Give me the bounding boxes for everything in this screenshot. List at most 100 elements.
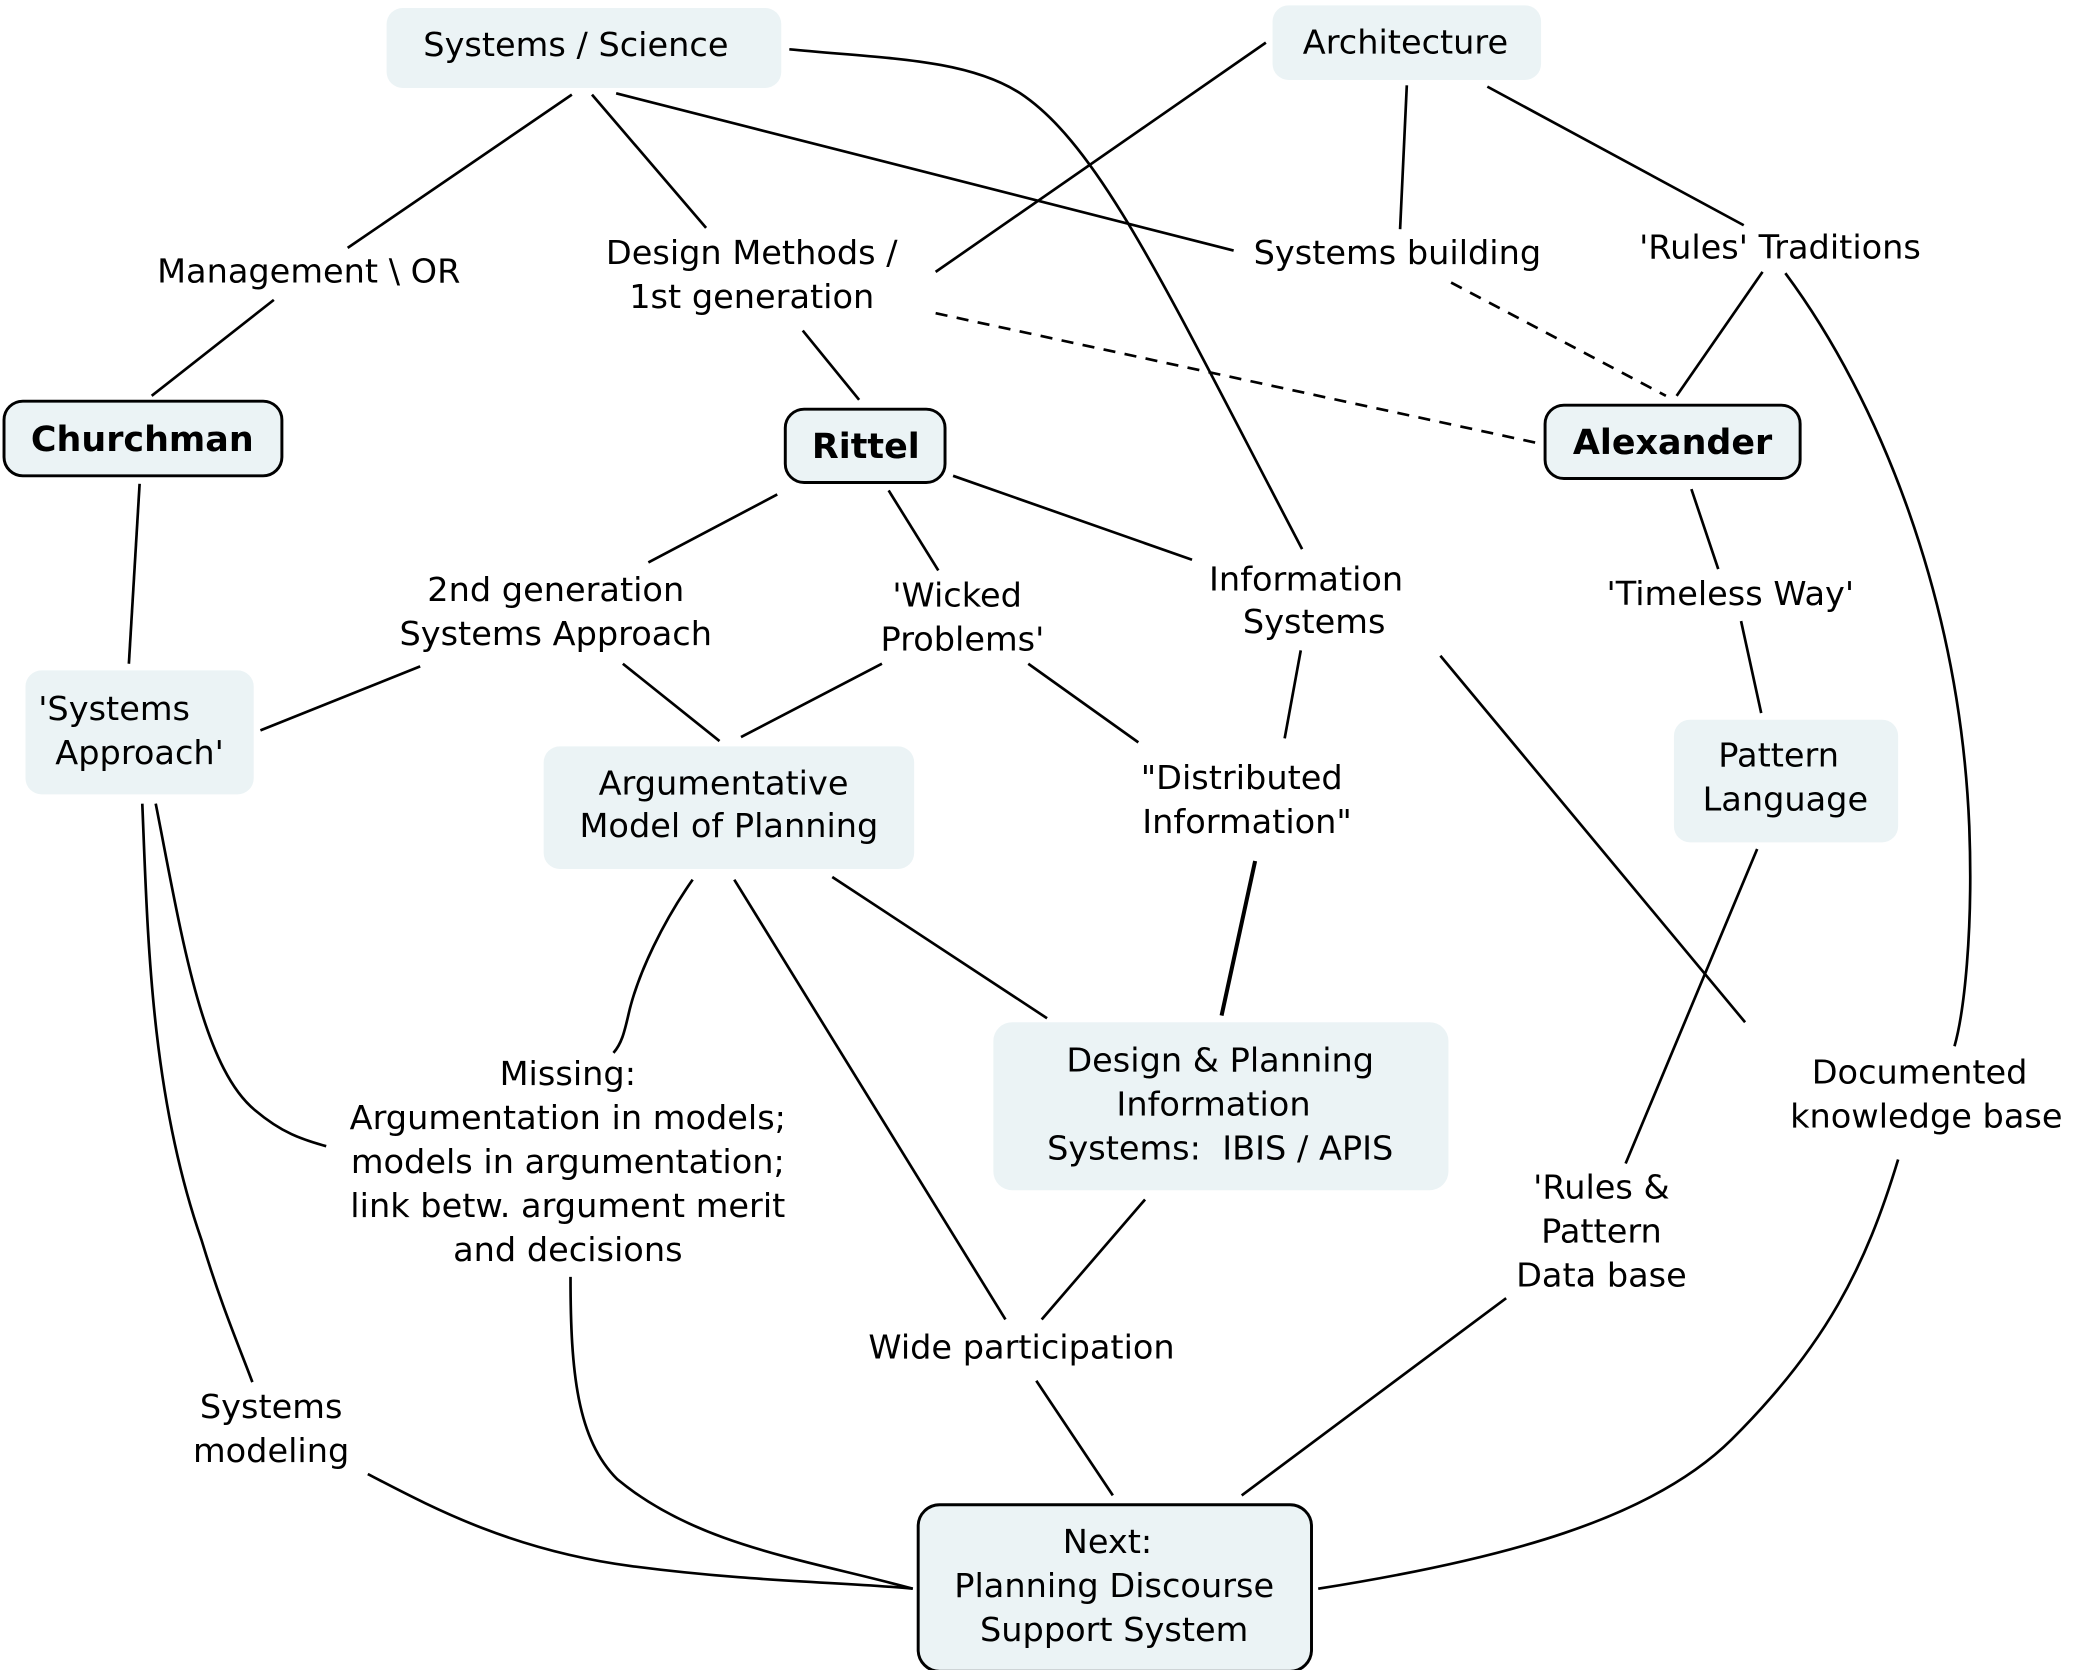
- node-box: [2, 399, 284, 478]
- edge-systems-approach-missing: [154, 803, 327, 1148]
- edge-dpis-wide-participation: [1040, 1198, 1147, 1321]
- node-label: and decisions: [453, 1230, 683, 1269]
- node-rittel[interactable]: Rittel: [783, 407, 947, 484]
- node-information-systems[interactable]: Information Systems: [1209, 560, 1403, 642]
- edge-timeless-way-pattern-language: [1739, 620, 1763, 714]
- edges: [127, 41, 1972, 1591]
- node-label: 'Wicked: [892, 576, 1022, 615]
- edge-systems-modeling-next: [367, 1472, 913, 1591]
- edge-architecture-rules-traditions: [1486, 85, 1745, 227]
- node-box: [1272, 5, 1542, 80]
- node-label: Planning Discourse: [954, 1566, 1274, 1605]
- node-argumentative-model[interactable]: Argumentative Model of Planning: [543, 746, 915, 869]
- edge-wicked-distributed: [1027, 662, 1140, 744]
- edge-pattern-language-rules-db: [1624, 848, 1759, 1165]
- node-wide-participation[interactable]: Wide participation: [868, 1327, 1174, 1366]
- node-box: [1673, 719, 1899, 843]
- edge-systems-building-alexander: [1450, 281, 1667, 398]
- node-label: 'Rules' Traditions: [1639, 228, 1921, 267]
- node-label: 'Systems: [38, 689, 190, 728]
- node-label: Wide participation: [868, 1327, 1174, 1366]
- edge-rittel-wicked-problems: [887, 489, 940, 572]
- node-timeless-way[interactable]: 'Timeless Way': [1607, 574, 1855, 613]
- node-distributed-information[interactable]: "Distributed Information": [1141, 758, 1352, 841]
- node-label: modeling: [193, 1431, 349, 1470]
- edge-systems-science-design-methods: [590, 93, 708, 229]
- node-systems-modeling[interactable]: Systems modeling: [193, 1387, 349, 1470]
- node-label: Systems: [1243, 602, 1386, 641]
- node-label: Language: [1703, 780, 1869, 819]
- edge-rules-traditions-alexander: [1675, 271, 1764, 397]
- node-design-methods[interactable]: Design Methods / 1st generation: [606, 233, 898, 316]
- node-label: Data base: [1516, 1255, 1687, 1294]
- node-label: Design & Planning: [1066, 1041, 1374, 1080]
- node-next[interactable]: Next: Planning Discourse Support System: [916, 1503, 1313, 1670]
- node-label: Systems: IBIS / APIS: [1047, 1129, 1393, 1168]
- edge-second-generation-systems-approach: [259, 665, 421, 732]
- node-rules-pattern-db[interactable]: 'Rules & Pattern Data base: [1516, 1167, 1687, 1294]
- edge-argumentative-wide-participation: [733, 878, 1007, 1321]
- node-box: [783, 407, 947, 484]
- node-rules-traditions[interactable]: 'Rules' Traditions: [1639, 228, 1921, 267]
- edge-rules-traditions-documented-kb: [1784, 272, 1972, 1047]
- node-systems-approach[interactable]: 'Systems Approach': [25, 670, 254, 795]
- node-box: [1543, 403, 1802, 480]
- node-label: Approach': [55, 733, 224, 772]
- node-systems-science[interactable]: Systems / Science: [386, 7, 782, 88]
- node-documented-kb[interactable]: Documented knowledge base: [1790, 1053, 2062, 1136]
- node-label: Argumentation in models;: [350, 1098, 786, 1137]
- edge-second-generation-argumentative: [622, 662, 721, 743]
- node-churchman[interactable]: Churchman: [2, 399, 284, 478]
- edge-information-systems-documented-kb: [1439, 654, 1747, 1024]
- node-label: Systems building: [1254, 233, 1542, 272]
- node-pattern-language[interactable]: Pattern Language: [1673, 719, 1899, 843]
- node-label: link betw. argument merit: [350, 1186, 785, 1225]
- edge-churchman-systems-approach: [127, 483, 141, 664]
- node-label: knowledge base: [1790, 1097, 2062, 1136]
- node-label: 1st generation: [629, 277, 874, 316]
- edge-systems-science-systems-building: [615, 92, 1234, 252]
- node-label: Model of Planning: [579, 806, 878, 845]
- edge-information-systems-distributed: [1283, 650, 1303, 739]
- node-label: Problems': [881, 620, 1045, 659]
- node-label: Design Methods /: [606, 233, 898, 272]
- edge-documented-kb-next: [1318, 1159, 1900, 1591]
- edge-architecture-systems-building: [1398, 85, 1409, 230]
- node-box: [993, 1022, 1449, 1191]
- edge-wide-participation-next: [1035, 1380, 1114, 1497]
- edge-rules-db-next: [1240, 1297, 1507, 1497]
- node-label: Argumentative: [599, 764, 849, 803]
- node-alexander[interactable]: Alexander: [1543, 403, 1802, 480]
- edge-design-methods-alexander: [935, 311, 1542, 446]
- node-label: Systems / Science: [423, 25, 728, 64]
- edge-design-methods-rittel: [801, 329, 861, 401]
- node-dpis[interactable]: Design & Planning Information Systems: I…: [993, 1022, 1449, 1191]
- edge-distributed-dpis: [1219, 860, 1258, 1017]
- node-wicked-problems[interactable]: 'Wicked Problems': [881, 576, 1045, 659]
- node-label: 'Rules &: [1533, 1167, 1670, 1206]
- node-label: Architecture: [1303, 23, 1508, 62]
- node-label: "Distributed: [1141, 758, 1343, 797]
- node-second-generation[interactable]: 2nd generation Systems Approach: [399, 570, 712, 653]
- node-label: Systems: [200, 1387, 343, 1426]
- node-label: Information": [1142, 802, 1352, 841]
- edge-management-churchman: [150, 298, 275, 397]
- node-label: Rittel: [812, 427, 920, 467]
- edge-wicked-argumentative: [740, 662, 883, 739]
- node-label: Next:: [1063, 1522, 1152, 1561]
- node-label: Missing:: [500, 1054, 636, 1093]
- node-label: Alexander: [1573, 423, 1773, 463]
- node-missing[interactable]: Missing: Argumentation in models; models…: [350, 1054, 786, 1269]
- node-label: Systems Approach: [399, 614, 712, 653]
- node-systems-building[interactable]: Systems building: [1254, 233, 1542, 272]
- edge-argumentative-dpis: [831, 875, 1048, 1020]
- edge-architecture-design-methods: [934, 41, 1267, 273]
- node-management-or[interactable]: Management \ OR: [157, 252, 460, 291]
- edge-alexander-timeless-way: [1690, 488, 1720, 570]
- node-label: Pattern: [1718, 736, 1839, 775]
- node-label: Information: [1116, 1085, 1310, 1124]
- node-label: Pattern: [1541, 1211, 1662, 1250]
- node-label: Documented: [1812, 1053, 2028, 1092]
- node-architecture[interactable]: Architecture: [1272, 5, 1542, 80]
- nodes: Systems / Science Architecture Managemen…: [2, 5, 2063, 1670]
